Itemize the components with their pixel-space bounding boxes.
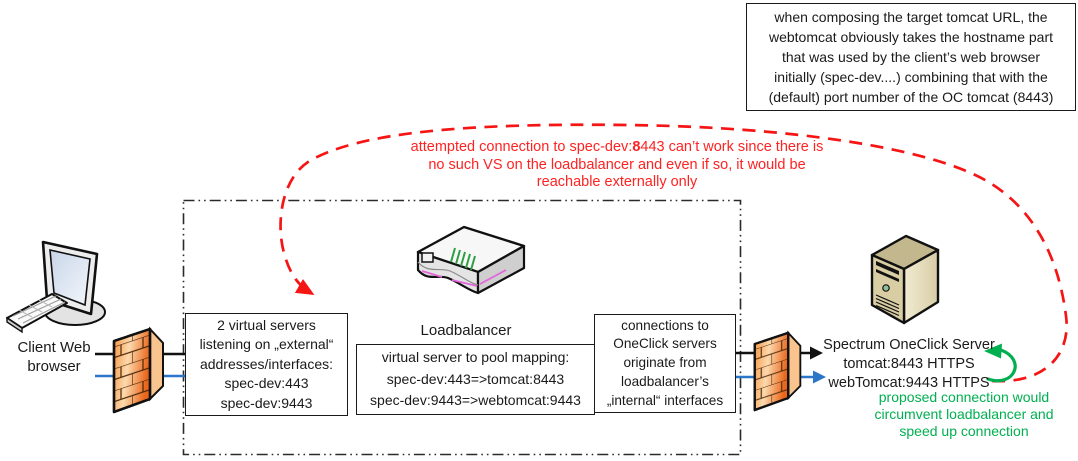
client-label-line1: Client xyxy=(17,339,56,356)
red-annotation-line1: attempted connection to spec-dev:8443 ca… xyxy=(410,139,734,155)
server-port1: tomcat:8443 HTTPS xyxy=(843,356,975,372)
red-annotation: attempted connection to spec-dev:8443 ca… xyxy=(402,139,832,192)
con-line: OneClick servers xyxy=(613,336,717,352)
con-line: originate from xyxy=(623,355,707,371)
con-line: connections to xyxy=(621,317,709,333)
map-line: spec-dev:9443=>webtomcat:9443 xyxy=(370,392,581,409)
green-line: proposed connection would xyxy=(878,389,1050,405)
note-box: when composing the target tomcat URL, th… xyxy=(746,3,1076,111)
server-label: Spectrum OneClick Server tomcat:8443 HTT… xyxy=(816,336,1002,393)
note-line: that was used by the client’s web browse… xyxy=(781,49,1041,65)
green-line: speed up connection xyxy=(899,422,1029,439)
client-label-line2: Web browser xyxy=(27,339,91,375)
note-line: webtomcat obviously takes the hostname p… xyxy=(768,29,1054,45)
map-line: virtual server to pool mapping: xyxy=(381,349,570,366)
loadbalancer-icon xyxy=(416,225,526,295)
client-label: Client Web browser xyxy=(2,338,106,376)
vs-line: 2 virtual servers xyxy=(217,316,316,333)
connections-box: connections to OneClick servers originat… xyxy=(594,314,736,413)
map-line: spec-dev:443=>tomcat:8443 xyxy=(386,370,565,387)
loadbalancer-label: Loadbalancer xyxy=(420,322,512,339)
note-line: (default) port number of the OC tomcat (… xyxy=(768,89,1054,105)
con-line: loadbalancer’s xyxy=(621,373,709,389)
pool-mapping-box: virtual server to pool mapping: spec-dev… xyxy=(356,344,595,415)
note-line: when composing the target tomcat URL, th… xyxy=(774,9,1048,25)
green-line: circumvent loadbalancer and xyxy=(874,405,1054,422)
virtual-servers-box: 2 virtual servers listening on „external… xyxy=(185,313,348,416)
vs-line: listening on „external“ xyxy=(199,336,334,353)
firewall-icon xyxy=(753,330,802,412)
vs-line: addresses/interfaces: xyxy=(199,355,334,372)
client-computer-icon xyxy=(6,240,106,334)
vs-line: spec-dev:9443 xyxy=(220,394,313,411)
note-line: initially (spec-dev....) combining that … xyxy=(774,69,1048,85)
green-annotation: proposed connection would circumvent loa… xyxy=(858,389,1070,439)
firewall-icon xyxy=(112,326,164,414)
con-line: „internal“ interfaces xyxy=(606,392,724,408)
server-title: Spectrum OneClick Server xyxy=(823,337,995,353)
server-icon xyxy=(870,234,940,325)
vs-line: spec-dev:443 xyxy=(224,375,309,392)
